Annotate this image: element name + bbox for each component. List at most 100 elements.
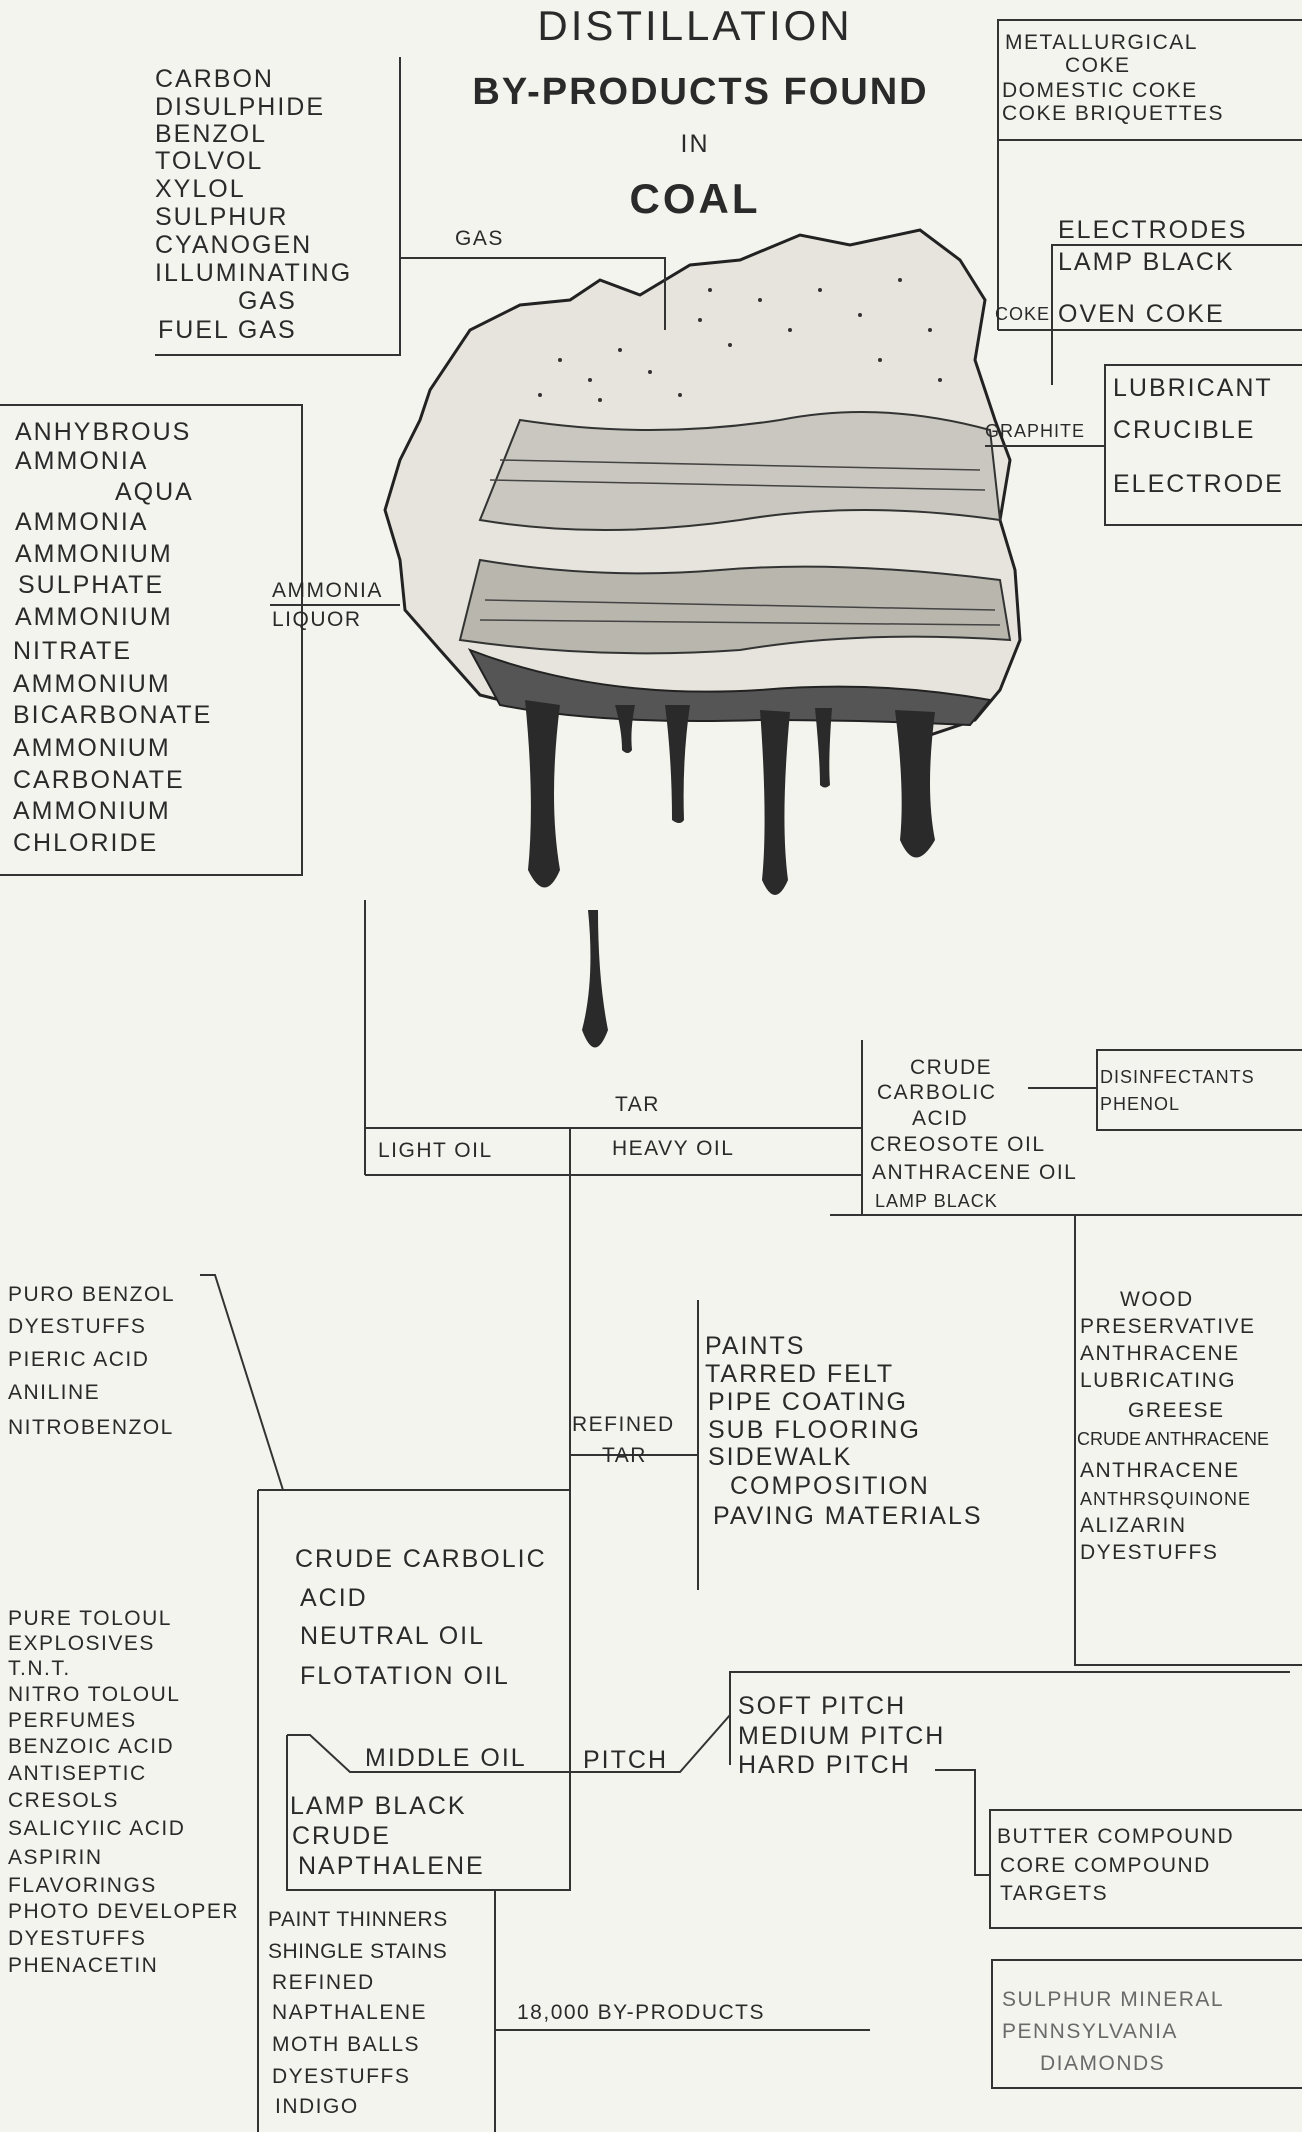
anthracene-item: GREESE <box>1128 1398 1225 1423</box>
coke-mid-item: LAMP BLACK <box>1058 248 1235 277</box>
disinfectant-item: PHENOL <box>1100 1093 1180 1115</box>
ammonia-item: NITRATE <box>13 637 132 666</box>
refined-tar-item: COMPOSITION <box>730 1472 930 1501</box>
toluol-item: ANTISEPTIC <box>8 1761 147 1786</box>
refined-tar-item: PAINTS <box>705 1332 805 1361</box>
gas-item: TOLVOL <box>155 147 263 176</box>
ammonia-item: BICARBONATE <box>13 701 212 730</box>
compound-item: CORE COMPOUND <box>1000 1853 1211 1878</box>
gas-item: ILLUMINATING <box>155 259 352 288</box>
toluol-item: PHOTO DEVELOPER <box>8 1899 239 1924</box>
middle-lower-item: LAMP BLACK <box>290 1792 467 1821</box>
heavy-oil-item: CRUDE <box>910 1055 992 1080</box>
toluol-item: PHENACETIN <box>8 1953 158 1978</box>
anthracene-item: DYESTUFFS <box>1080 1540 1218 1565</box>
gas-item: BENZOL <box>155 120 267 149</box>
napthalene-item: NAPTHALENE <box>272 2000 427 2025</box>
compound-item: BUTTER COMPOUND <box>997 1824 1234 1849</box>
gas-item: CARBON <box>155 65 274 94</box>
pitch-item: MEDIUM PITCH <box>738 1722 945 1751</box>
toluol-item: FLAVORINGS <box>8 1873 157 1898</box>
toluol-item: ASPIRIN <box>8 1845 103 1870</box>
graphite-item: LUBRICANT <box>1113 374 1273 403</box>
sulphur-item: SULPHUR MINERAL <box>1002 1987 1224 2012</box>
toluol-item: PERFUMES <box>8 1708 137 1733</box>
pitch-item: HARD PITCH <box>738 1751 911 1780</box>
anthracene-item: ANTHRACENE <box>1080 1458 1240 1483</box>
coke-top-item: COKE BRIQUETTES <box>1002 101 1224 126</box>
ammonia-item: CARBONATE <box>13 766 185 795</box>
ammonia-item: AMMONIUM <box>13 797 171 826</box>
compound-item: TARGETS <box>1000 1881 1108 1906</box>
coke-label: COKE <box>995 303 1050 325</box>
light-oil-item: NITROBENZOL <box>8 1415 174 1440</box>
disinfectant-item: DISINFECTANTS <box>1100 1066 1255 1088</box>
heavy-oil-item: CARBOLIC <box>877 1080 996 1105</box>
graphite-item: ELECTRODE <box>1113 470 1284 499</box>
pitch-label: PITCH <box>583 1746 668 1775</box>
refined-tar-label-2: TAR <box>602 1443 647 1468</box>
ammonia-item: AMMONIUM <box>13 670 171 699</box>
napthalene-item: REFINED <box>272 1970 375 1995</box>
ammonia-item: AMMONIUM <box>15 603 173 632</box>
ammonia-item: AMMONIUM <box>15 540 173 569</box>
gas-item: CYANOGEN <box>155 231 312 260</box>
title-line-1: DISTILLATION <box>470 2 920 50</box>
toluol-item: PURE TOLOUL <box>8 1606 172 1631</box>
anthracene-item: PRESERVATIVE <box>1080 1314 1256 1339</box>
anthracene-item: ANTHRACENE <box>1080 1341 1240 1366</box>
middle-item: NEUTRAL OIL <box>300 1622 485 1651</box>
refined-tar-item: TARRED FELT <box>705 1360 894 1389</box>
toluol-item: EXPLOSIVES <box>8 1631 155 1656</box>
toluol-item: DYESTUFFS <box>8 1926 146 1951</box>
napthalene-item: DYESTUFFS <box>272 2064 410 2089</box>
graphite-item: CRUCIBLE <box>1113 416 1255 445</box>
toluol-item: NITRO TOLOUL <box>8 1682 180 1707</box>
total-by-products: 18,000 BY-PRODUCTS <box>517 2000 765 2025</box>
ammonia-label-2: LIQUOR <box>272 607 362 632</box>
napthalene-item: PAINT THINNERS <box>268 1907 448 1932</box>
toluol-item: T.N.T. <box>8 1656 71 1681</box>
heavy-oil-item: ANTHRACENE OIL <box>872 1160 1077 1185</box>
ammonia-item: AMMONIA <box>15 508 148 537</box>
ammonia-item: AMMONIA <box>15 447 148 476</box>
napthalene-item: INDIGO <box>275 2094 359 2119</box>
refined-tar-item: PIPE COATING <box>708 1388 908 1417</box>
coke-top-item: DOMESTIC COKE <box>1002 78 1198 103</box>
middle-item: CRUDE CARBOLIC <box>295 1545 547 1574</box>
refined-tar-item: SUB FLOORING <box>708 1416 921 1445</box>
anthracene-item: ANTHRSQUINONE <box>1080 1488 1251 1510</box>
gas-item: DISULPHIDE <box>155 93 325 122</box>
gas-item: SULPHUR <box>155 203 288 232</box>
heavy-oil-item: ACID <box>912 1106 968 1131</box>
napthalene-item: SHINGLE STAINS <box>268 1939 447 1964</box>
middle-lower-item: CRUDE <box>292 1822 391 1851</box>
light-oil-item: PIERIC ACID <box>8 1347 149 1372</box>
ammonia-item: ANHYBROUS <box>15 418 191 447</box>
coal-lump-illustration <box>385 230 1020 1048</box>
tar-label: TAR <box>615 1092 660 1117</box>
gas-item: FUEL GAS <box>158 316 297 345</box>
graphite-label: GRAPHITE <box>985 420 1085 442</box>
middle-oil-label: MIDDLE OIL <box>365 1744 527 1773</box>
sulphur-item: DIAMONDS <box>1040 2051 1165 2076</box>
toluol-item: SALICYIIC ACID <box>8 1816 185 1841</box>
light-oil-item: PURO BENZOL <box>8 1282 175 1307</box>
heavy-oil-label: HEAVY OIL <box>612 1136 734 1161</box>
toluol-item: BENZOIC ACID <box>8 1734 174 1759</box>
title-line-4: COAL <box>580 175 810 223</box>
light-oil-item: DYESTUFFS <box>8 1314 146 1339</box>
middle-item: FLOTATION OIL <box>300 1662 510 1691</box>
light-oil-item: ANILINE <box>8 1380 100 1405</box>
sulphur-item: PENNSYLVANIA <box>1002 2019 1178 2044</box>
middle-lower-item: NAPTHALENE <box>298 1852 485 1881</box>
coke-top-item: METALLURGICAL <box>1005 30 1198 55</box>
anthracene-item: LUBRICATING <box>1080 1368 1236 1393</box>
light-oil-label: LIGHT OIL <box>378 1138 493 1163</box>
anthracene-item: ALIZARIN <box>1080 1513 1187 1538</box>
refined-tar-item: SIDEWALK <box>708 1443 852 1472</box>
refined-tar-item: PAVING MATERIALS <box>713 1502 983 1531</box>
ammonia-item: AMMONIUM <box>13 734 171 763</box>
gas-item: GAS <box>238 287 297 316</box>
heavy-oil-item: LAMP BLACK <box>875 1190 998 1212</box>
